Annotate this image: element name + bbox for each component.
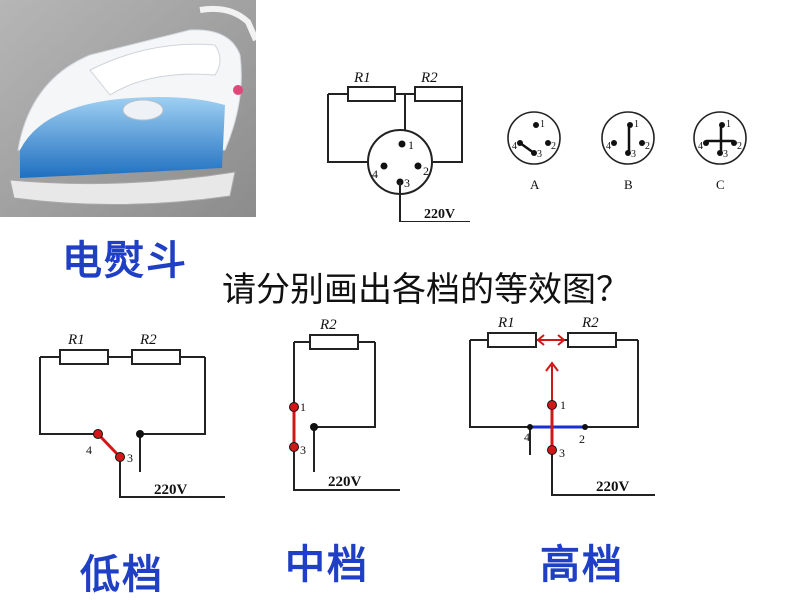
resistor-r2: [309, 334, 359, 350]
schematic-t1: 1: [408, 138, 414, 152]
switch-b: 1 4 32: [601, 111, 655, 165]
question-text: 请分别画出各档的等效图？: [222, 270, 630, 310]
high-t2: 2: [579, 432, 585, 446]
schematic-main: R1 R2 1 2 3 4 220V: [327, 70, 470, 222]
svg-text:3: 3: [537, 149, 542, 160]
mid-voltage: 220V: [328, 474, 362, 490]
svg-text:2: 2: [645, 141, 650, 152]
high-voltage: 220V: [596, 479, 630, 495]
schematic-t4: 4: [372, 167, 378, 181]
high-gear-circuit: R1 R2 1 2 3 4 220V: [469, 315, 655, 496]
high-r2: R2: [581, 315, 599, 331]
svg-text:4: 4: [698, 141, 703, 152]
high-gear-label: 高档: [540, 542, 624, 588]
svg-text:3: 3: [723, 149, 728, 160]
high-r1: R1: [497, 315, 515, 331]
low-r1: R1: [67, 332, 85, 348]
svg-text:4: 4: [606, 141, 611, 152]
svg-text:1: 1: [634, 119, 639, 130]
iron-photo: [0, 0, 256, 217]
low-voltage: 220V: [154, 482, 188, 498]
iron-label: 电熨斗: [62, 238, 188, 284]
resistor-r1: [347, 86, 396, 102]
low-gear-label: 低档: [80, 552, 164, 598]
resistor-r2: [567, 332, 617, 348]
switch-label-c: C: [716, 177, 725, 192]
schematic-r1: R1: [353, 70, 371, 86]
switch-c: 1 4 32: [693, 111, 747, 165]
resistor-r2: [131, 349, 181, 365]
schematic-voltage: 220V: [424, 207, 455, 222]
svg-text:3: 3: [631, 149, 636, 160]
mid-t1: 1: [300, 400, 306, 414]
switch-label-b: B: [624, 177, 633, 192]
resistor-r1: [59, 349, 109, 365]
mid-gear-circuit: R2 1 3 220V: [289, 317, 400, 491]
mid-t3: 3: [300, 443, 306, 457]
low-t4: 4: [86, 443, 92, 457]
svg-text:4: 4: [512, 141, 517, 152]
schematic-r2: R2: [420, 70, 438, 86]
mid-r2: R2: [319, 317, 337, 333]
svg-text:1: 1: [540, 119, 545, 130]
low-t3: 3: [127, 451, 133, 465]
svg-text:2: 2: [737, 141, 742, 152]
high-t1: 1: [560, 398, 566, 412]
resistor-r1: [487, 332, 537, 348]
schematic-t3: 3: [404, 176, 410, 190]
high-t4: 4: [524, 430, 530, 444]
switch-label-a: A: [530, 177, 540, 192]
low-r2: R2: [139, 332, 157, 348]
mid-gear-label: 中档: [285, 542, 369, 588]
low-gear-circuit: R1 R2 4 3 220V: [39, 332, 225, 498]
resistor-r2: [414, 86, 463, 102]
svg-text:2: 2: [551, 141, 556, 152]
schematic-t2: 2: [423, 164, 429, 178]
high-t3: 3: [559, 446, 565, 460]
switch-a: 1 4 32: [507, 111, 561, 165]
svg-text:1: 1: [726, 119, 731, 130]
switch-positions: 14 32 14 32 14 32 A B C: [507, 111, 747, 192]
